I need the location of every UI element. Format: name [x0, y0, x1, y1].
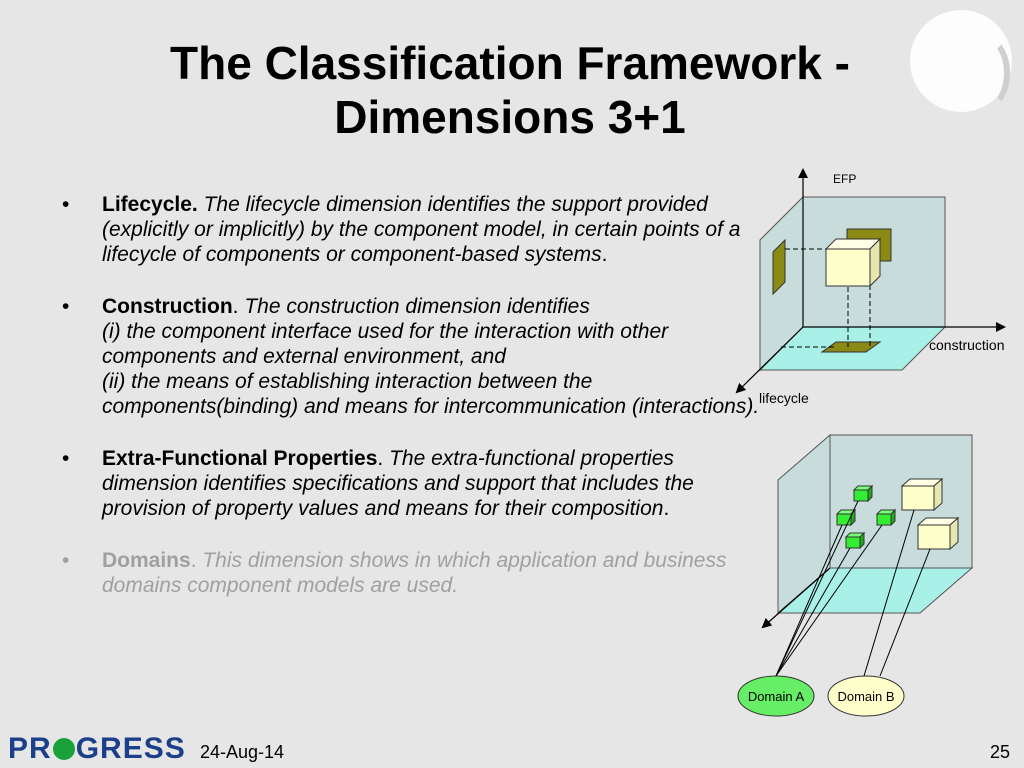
axis-label-construction: construction	[929, 337, 1004, 353]
bullet-dot: •	[62, 193, 70, 216]
lifecycle-axis	[735, 326, 804, 394]
logo-text-pr: PR	[8, 732, 52, 765]
logo-globe-icon	[52, 738, 75, 760]
bullet-body: This dimension shows in which applicatio…	[102, 549, 727, 597]
link-a-3	[775, 524, 883, 677]
floor-projection-plate	[820, 341, 882, 353]
bullet-body: The lifecycle dimension identifies the s…	[102, 193, 741, 266]
bullet-head: Domains	[102, 549, 191, 572]
decorative-arc	[962, 36, 1010, 110]
upper-cream-cube	[824, 237, 882, 288]
bullet-efp: • Extra-Functional Properties. The extra…	[62, 446, 762, 521]
bullet-line-3: (ii) the means of establishing interacti…	[102, 370, 760, 418]
bullet-dot: •	[62, 549, 70, 572]
link-b-2	[879, 548, 931, 677]
cream-cube-1	[900, 477, 944, 512]
bullet-tail: .	[601, 243, 608, 266]
bullet-line-1: The construction dimension identifies	[244, 295, 590, 318]
domain-b-label: Domain B	[837, 689, 894, 704]
bullet-dot: •	[62, 447, 70, 470]
green-cube-3	[875, 508, 897, 527]
logo-text-gress: GRESS	[75, 732, 186, 765]
bullet-construction: • Construction. The construction dimensi…	[62, 294, 762, 419]
upper-cube: EFP construction lifecycle	[735, 168, 1006, 406]
domain-a-node: Domain A	[737, 675, 815, 717]
link-a-4	[775, 547, 851, 677]
domain-a-label: Domain A	[748, 689, 805, 704]
bullet-dot: •	[62, 295, 70, 318]
footer-date: 24-Aug-14	[200, 742, 285, 762]
bullet-body: The extra-functional properties dimensio…	[102, 447, 694, 520]
title-line-2: Dimensions 3+1	[334, 91, 686, 143]
bullet-list: • Lifecycle. The lifecycle dimension ide…	[62, 192, 762, 625]
link-a-1	[775, 500, 859, 677]
progress-logo: PR GRESS	[8, 732, 186, 766]
domain-b-node: Domain B	[827, 675, 905, 717]
bullet-tail: .	[377, 447, 390, 470]
bullet-head: Extra-Functional Properties	[102, 447, 378, 470]
bullet-line-2: (i) the component interface used for the…	[102, 320, 669, 368]
bullet-head: Lifecycle.	[102, 193, 198, 216]
bullet-domains: • Domains. This dimension shows in which…	[62, 548, 762, 598]
axis-label-lifecycle: lifecycle	[759, 390, 809, 406]
bullet-tail: .	[190, 549, 203, 572]
link-b-1	[863, 509, 915, 677]
wall-projection-plate	[772, 238, 786, 296]
green-cube-1	[852, 484, 874, 503]
green-cube-4	[844, 531, 866, 550]
bullet-end: .	[663, 497, 670, 520]
title-line-1: The Classification Framework -	[170, 37, 850, 89]
cream-cube-2	[916, 516, 960, 551]
page-number: 25	[990, 742, 1011, 762]
link-a-2	[775, 524, 843, 677]
lower-cube	[761, 433, 974, 677]
bullet-tail: .	[232, 295, 245, 318]
bullet-head: Construction	[102, 295, 233, 318]
axis-label-efp: EFP	[833, 172, 856, 186]
bullet-lifecycle: • Lifecycle. The lifecycle dimension ide…	[62, 192, 762, 267]
slide-title: The Classification Framework - Dimension…	[100, 36, 920, 144]
